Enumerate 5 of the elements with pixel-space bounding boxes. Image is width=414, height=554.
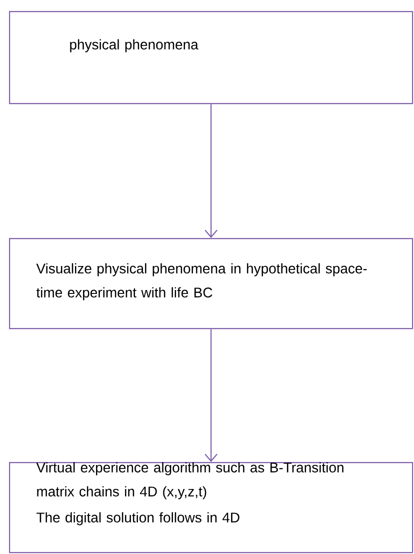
process-box: Visualize physical phenomena in hypothetical space-time experiment with life BC	[9, 238, 414, 330]
arrow	[204, 104, 218, 238]
process-box: Virtual experience algorithm such as B-Transition matrix chains in 4D (x,y,z,t) The digital solution follows in 4D	[9, 462, 414, 554]
arrow	[204, 329, 218, 462]
process-box: physical phenomena	[9, 11, 414, 104]
